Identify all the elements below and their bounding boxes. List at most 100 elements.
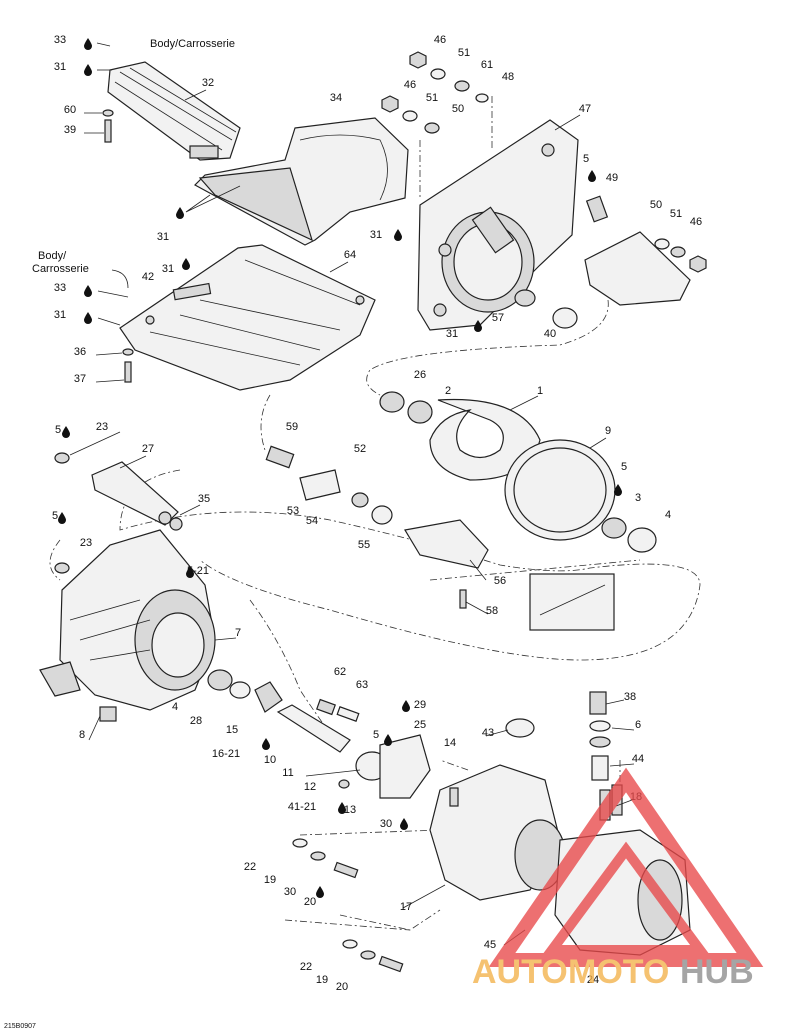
callout-c3: 3	[635, 492, 641, 504]
callout-c50b: 50	[650, 199, 662, 211]
callout-c20a: 20	[304, 896, 316, 908]
part-64-bottom-plate	[119, 244, 376, 391]
callout-c56: 56	[494, 575, 506, 587]
body-label-left-line2: Carrosserie	[32, 263, 89, 275]
watermark-triangle-logo	[488, 767, 764, 967]
callout-c51c: 51	[670, 208, 682, 220]
callout-c12: 12	[304, 781, 316, 793]
callout-c5a: 5	[583, 153, 589, 165]
callout-c31e: 31	[54, 309, 66, 321]
callout-c13: 13	[344, 804, 356, 816]
callout-c9: 9	[605, 425, 611, 437]
part-3-4-bearing-ring	[601, 517, 657, 553]
callout-c14: 14	[444, 737, 456, 749]
callout-c52: 52	[354, 443, 366, 455]
callout-c4a: 4	[665, 509, 671, 521]
fasteners-22-19-30-20	[292, 787, 459, 973]
part-9-wear-ring	[504, 439, 616, 541]
callout-c31d: 31	[370, 229, 382, 241]
callout-c28: 28	[190, 715, 202, 727]
callout-c50a: 50	[452, 103, 464, 115]
part-56-58-linkage	[404, 519, 615, 631]
callout-c46c: 46	[690, 216, 702, 228]
body-label-left-line1: Body/	[38, 250, 67, 262]
callout-c5-21: 5-21	[187, 565, 209, 577]
callout-c20b: 20	[336, 981, 348, 993]
callout-c46a: 46	[434, 34, 446, 46]
callout-c32: 32	[202, 77, 214, 89]
watermark-text-auto: AUTO	[472, 953, 568, 991]
callout-c5c: 5	[55, 424, 61, 436]
callout-c60: 60	[64, 104, 76, 116]
callout-c31f: 31	[446, 328, 458, 340]
callout-c57: 57	[492, 312, 504, 324]
figure-reference: 215B0907	[4, 1023, 36, 1030]
callout-c64: 64	[344, 249, 356, 261]
callout-c7: 7	[235, 627, 241, 639]
callout-c8: 8	[79, 729, 85, 741]
callout-c31b: 31	[157, 231, 169, 243]
callout-c23a: 23	[96, 421, 108, 433]
part-24-nozzle	[554, 784, 691, 956]
callout-c31a: 31	[54, 61, 66, 73]
callout-c41-21: 41-21	[288, 801, 316, 813]
callout-c45: 45	[484, 939, 496, 951]
callout-c22a: 22	[244, 861, 256, 873]
callout-c43: 43	[482, 727, 494, 739]
part-26-2-1-impeller	[379, 391, 541, 481]
callout-c39: 39	[64, 124, 76, 136]
watermark-text-hub: HUB	[680, 953, 754, 991]
callout-c22b: 22	[300, 961, 312, 973]
callout-c35: 35	[198, 493, 210, 505]
callout-c53: 53	[287, 505, 299, 517]
callout-c42: 42	[142, 271, 154, 283]
callout-c5d: 5	[52, 510, 58, 522]
part-34-air-intake	[194, 117, 409, 246]
callout-c51b: 51	[426, 92, 438, 104]
callout-c47: 47	[579, 103, 591, 115]
callout-c4b: 4	[172, 701, 178, 713]
part-4-28-15-10-drive-shaft	[207, 669, 351, 753]
callout-c15: 15	[226, 724, 238, 736]
part-32-reinforcement	[107, 61, 241, 161]
part-47-pump-housing	[417, 119, 579, 331]
callout-c34: 34	[330, 92, 342, 104]
callout-c11: 11	[282, 767, 293, 779]
callout-c46b: 46	[404, 79, 416, 91]
part-7-stator-housing	[39, 529, 216, 711]
callout-c54: 54	[306, 515, 318, 527]
callout-c1: 1	[537, 385, 543, 397]
callout-c25: 25	[414, 719, 426, 731]
callout-c23b: 23	[80, 537, 92, 549]
callout-c40: 40	[544, 328, 556, 340]
part-49-bracket-assembly	[584, 195, 707, 306]
automotohub-watermark: AUTO MOTO HUB	[472, 767, 764, 991]
callout-c55: 55	[358, 539, 370, 551]
callout-c33b: 33	[54, 282, 66, 294]
callout-c5b: 5	[621, 461, 627, 473]
callout-c5e: 5	[373, 729, 379, 741]
part-57-40-fittings	[514, 289, 578, 329]
callout-c19a: 19	[264, 874, 276, 886]
callout-c30a: 30	[380, 818, 392, 830]
callout-c36: 36	[74, 346, 86, 358]
callout-c17: 17	[400, 901, 412, 913]
body-label-top: Body/Carrosserie	[150, 38, 235, 50]
callout-c37: 37	[74, 373, 86, 385]
callout-c38: 38	[624, 691, 636, 703]
part-36-37-washer-screw	[122, 348, 134, 383]
callout-c49: 49	[606, 172, 618, 184]
callout-c31c: 31	[162, 263, 174, 275]
callout-c10: 10	[264, 754, 276, 766]
callout-c16-21: 16-21	[212, 748, 240, 760]
callout-c48: 48	[502, 71, 514, 83]
callout-c63: 63	[356, 679, 368, 691]
callout-c6: 6	[635, 719, 641, 731]
callout-c29: 29	[414, 699, 426, 711]
callout-c59: 59	[286, 421, 298, 433]
callout-c51a: 51	[458, 47, 470, 59]
leader-lines	[69, 42, 635, 946]
part-62-63-11-12-13-cover	[316, 698, 431, 799]
